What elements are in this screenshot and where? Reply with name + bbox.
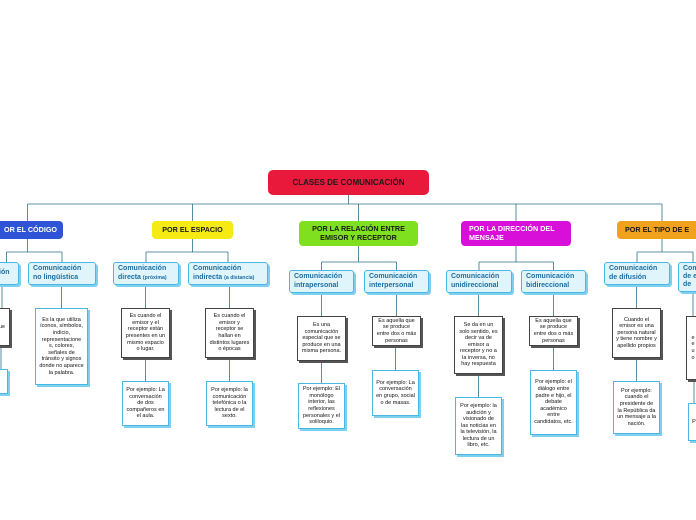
subtopic-label: Comunicación bidireccional [526,273,575,289]
description-text: Es cuando el emisor y receptor se hallan… [209,313,250,353]
category-label: POR LA DIRECCIÓN DEL MENSAJE [469,224,555,242]
category-label: POR EL ESPACIO [162,224,223,234]
subtopic-broadcast[interactable]: Comunicación de difusión [604,262,670,285]
subtopic-indirect[interactable]: Comunicación indirecta (a distancia) [188,262,268,285]
subtopic-direct[interactable]: Comunicación directa (próxima) [113,262,179,285]
subtopic-label: Comunicación interpersonal [369,273,418,289]
description-box: Es aquella que se produce entre dos o má… [372,316,421,346]
subtopic-label: Comunicación no lingüística [33,265,82,281]
example-box: Por ejemplo: El monólogo interior, las r… [298,383,345,429]
subtopic-label: ión [0,269,10,277]
description-text: Es cuando el emisor y el receptor están … [125,313,166,353]
description-box: e e u o [686,316,696,380]
subtopic-intrapersonal[interactable]: Comunicación intrapersonal [289,270,354,293]
category-label: POR EL TIPO DE E [625,224,690,234]
subtopic-label: Com de e de [683,264,696,289]
subtopic-note: (próxima) [142,274,167,281]
category-relationship[interactable]: POR LA RELACIÓN ENTRE EMISOR Y RECEPTOR [299,221,418,246]
description-box: Se da en un solo sentido, es decir va de… [454,316,503,374]
example-text: P [692,418,696,425]
category-space[interactable]: POR EL ESPACIO [152,221,233,239]
subtopic-bidirectional[interactable]: Comunicación bidireccional [521,270,586,293]
subtopic-label: Comunicación indirecta (a distancia) [193,265,255,281]
category-label: POR LA RELACIÓN ENTRE EMISOR Y RECEPTOR [312,224,405,242]
subtopic-label: Comunicación intrapersonal [294,273,343,289]
description-box: Es una comunicación especial que se prod… [297,316,346,361]
description-box: ue [0,308,10,346]
example-text: Por ejemplo: cuando el presidente de la … [617,387,656,427]
root-node[interactable]: CLASES DE COMUNICACIÓN [268,170,429,195]
example-text: Por ejemplo: La conversación de dos comp… [126,387,165,420]
description-text: Se da en un solo sentido, es decir va de… [459,321,498,368]
description-text: Es una comunicación especial que se prod… [301,322,342,355]
category-type[interactable]: POR EL TIPO DE E [617,221,696,239]
example-text: Por ejemplo: El monólogo interior, las r… [302,386,341,426]
subtopic-label: Comunicación de difusión [609,265,658,281]
description-box: Cuando el emisor es una persona natural … [612,308,661,358]
subtopic-interpersonal[interactable]: Comunicación interpersonal [364,270,429,293]
category-label: OR EL CÓDIGO [4,224,57,234]
root-label: CLASES DE COMUNICACIÓN [292,177,405,187]
subtopic-partial[interactable]: Com de e de [678,262,696,292]
example-box: Por ejemplo: la audición y visionado de … [455,397,502,455]
description-box: Es aquella que se produce entre dos o má… [529,316,578,346]
example-box: Por ejemplo: cuando el presidente de la … [613,381,660,434]
description-text: Cuando el emisor es una persona natural … [616,316,657,349]
subtopic-unidirectional[interactable]: Comunicación unidireccional [446,270,512,293]
subtopic-label: Comunicación directa (próxima) [118,265,167,281]
description-box: Es la que utiliza íconos, símbolos, indi… [35,308,88,385]
category-direction[interactable]: POR LA DIRECCIÓN DEL MENSAJE [461,221,571,246]
example-box: Por ejemplo: el diálogo entre padre e hi… [530,370,577,435]
description-text: Es aquella que se produce entre dos o má… [533,317,574,344]
subtopic-label: Comunicación unidireccional [451,273,500,289]
description-box: Es cuando el emisor y receptor se hallan… [205,308,254,358]
category-code[interactable]: OR EL CÓDIGO [0,221,63,239]
example-text: Por ejemplo: La conversación en grupo, s… [376,379,415,406]
example-box: P [688,403,696,441]
description-text: Es la que utiliza íconos, símbolos, indi… [39,316,84,376]
description-text: Es aquella que se produce entre dos o má… [376,317,417,344]
description-text: ue [0,323,6,330]
subtopic-linguistic[interactable]: ión [0,262,19,285]
subtopic-note: (a distancia) [224,274,255,281]
example-box: Por ejemplo: La conversación en grupo, s… [372,370,419,416]
description-text: e e u o [691,334,695,361]
description-box: Es cuando el emisor y el receptor están … [121,308,170,358]
example-text: Por ejemplo: el diálogo entre padre e hi… [534,379,573,425]
example-box [0,369,8,394]
example-text: Por ejemplo: la comunicación telefónica … [211,387,248,420]
example-box: Por ejemplo: La conversación de dos comp… [122,381,169,426]
example-box: Por ejemplo: la comunicación telefónica … [206,381,253,426]
subtopic-non-linguistic[interactable]: Comunicación no lingüística [28,262,96,285]
example-text: Por ejemplo: la audición y visionado de … [460,402,497,449]
